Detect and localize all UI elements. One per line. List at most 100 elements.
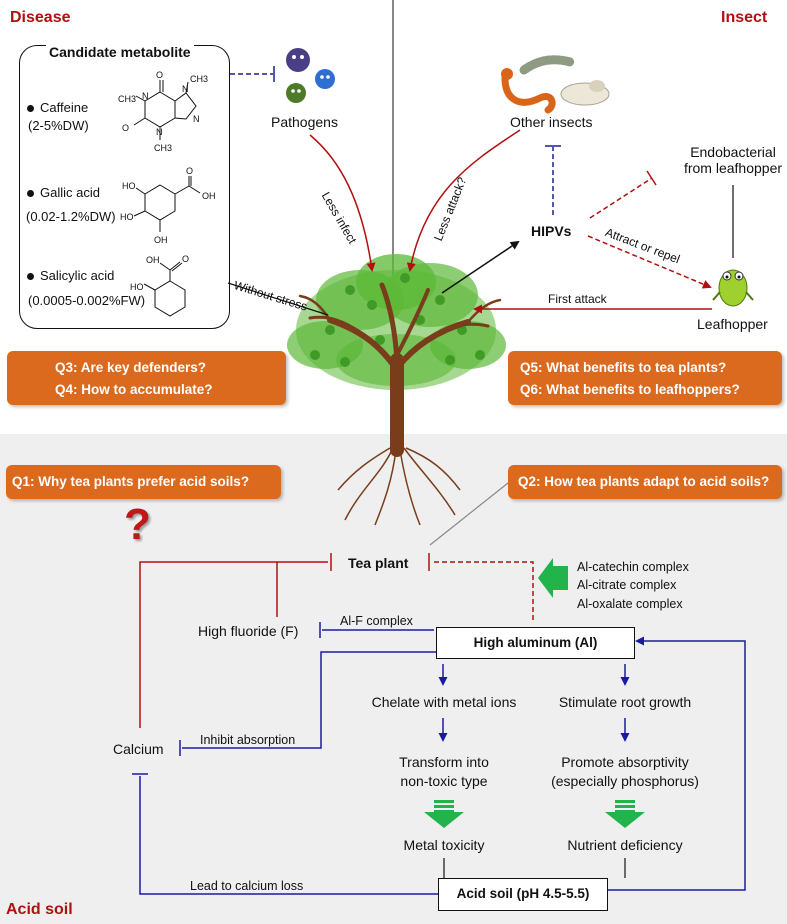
caffeine-n1: N (142, 91, 149, 101)
caffeine-n4: N (193, 114, 200, 124)
arrow-hipvs-leafhopper (587, 235, 712, 289)
hipvs-label: HIPVs (531, 223, 572, 239)
arrow-tree-hipvs (441, 240, 520, 294)
transform-line-1: Transform into (399, 754, 489, 770)
tea-tree-icon (287, 254, 506, 526)
line-without-stress (227, 282, 329, 316)
caffeine-o1: O (156, 70, 163, 80)
inhibit-hipvs-endobacterial (589, 170, 657, 219)
al-f-complex-label: Al-F complex (340, 614, 413, 628)
question-q3: Q3: Are key defenders? (55, 360, 207, 375)
bullet-dot (27, 190, 34, 197)
inhibit-absorption (179, 651, 436, 756)
complex-citrate: Al-citrate complex (577, 578, 677, 592)
bullet-dot (27, 273, 34, 280)
bullet-dot (27, 105, 34, 112)
caffeine-amount: (2-5%DW) (28, 118, 89, 133)
endobacterial-line-2: from leafhopper (683, 160, 783, 177)
inhibit-absorption-label: Inhibit absorption (200, 733, 296, 747)
question-q2: Q2: How tea plants adapt to acid soils? (518, 474, 770, 489)
gallic-oh2: OH (154, 235, 168, 245)
promote-line-1: Promote absorptivity (561, 754, 689, 770)
gallic-oh1: OH (202, 191, 216, 201)
caffeine-o2: O (122, 123, 129, 133)
worm-icon (501, 68, 556, 114)
lead-calcium-loss-label: Lead to calcium loss (190, 879, 304, 893)
promote-line-2: (especially phosphorus) (551, 772, 699, 789)
inhibit-hipvs-insects (545, 145, 561, 215)
chelate-label: Chelate with metal ions (371, 694, 517, 710)
caterpillar-icon (519, 55, 575, 75)
question-box-q2: Q2: How tea plants adapt to acid soils? (508, 465, 782, 499)
promote-label: Promote absorptivity (especially phospho… (540, 753, 710, 791)
salicylic-acid-name: Salicylic acid (40, 268, 115, 283)
nutrient-deficiency-label: Nutrient deficiency (567, 837, 683, 853)
salicylic-acid-amount: (0.0005-0.002%FW) (28, 293, 146, 308)
stimulate-label: Stimulate root growth (558, 694, 692, 710)
other-insects-label: Other insects (510, 114, 593, 130)
calcium-label: Calcium (113, 741, 164, 757)
candidate-metabolite-title: Candidate metabolite (46, 44, 194, 61)
question-box-q5-q6: Q5: What benefits to tea plants? Q6: Wha… (508, 351, 782, 405)
salicylic-oh: OH (146, 255, 160, 265)
question-box-q3-q4: Q3: Are key defenders? Q4: How to accumu… (7, 351, 286, 405)
gallic-o: O (186, 166, 193, 176)
first-attack-label: First attack (548, 292, 607, 306)
section-title-disease: Disease (10, 9, 71, 26)
transform-label: Transform into non-toxic type (376, 753, 512, 791)
section-divider (392, 0, 394, 275)
green-down-arrow-icon (424, 800, 464, 828)
caffeine-ch3c: CH3 (190, 74, 208, 84)
high-fluoride-label: High fluoride (F) (198, 623, 299, 639)
salicylic-o: O (182, 254, 189, 264)
caffeine-n3: N (182, 84, 189, 94)
caffeine-structure (133, 80, 197, 140)
acid-soil-panel (0, 434, 787, 924)
endobacterial-line-1: Endobacterial (690, 144, 776, 160)
caffeine-name: Caffeine (40, 100, 89, 115)
question-q4: Q4: How to accumulate? (55, 382, 213, 397)
caffeine-ch3a: CH3 (118, 94, 136, 104)
question-mark-icon: ? (124, 500, 151, 549)
acid-soil-box: Acid soil (pH 4.5-5.5) (438, 878, 608, 911)
transform-line-2: non-toxic type (400, 772, 488, 789)
moth-icon (560, 80, 610, 106)
question-q6: Q6: What benefits to leafhoppers? (520, 382, 740, 397)
salicylic-acid-structure (143, 261, 186, 317)
complex-catechin: Al-catechin complex (577, 560, 689, 574)
inhibit-aluminum-tea (428, 553, 534, 620)
pathogen-icon (286, 48, 335, 103)
inhibit-al-f (319, 622, 434, 638)
caffeine-n2: N (156, 127, 163, 137)
gallic-ho1: HO (122, 181, 136, 191)
gallic-ho2: HO (120, 212, 134, 222)
inhibit-calcium-loss (132, 773, 438, 895)
arrow-insects-tree (406, 129, 521, 272)
inhibit-calcium-fluoride-tea (139, 553, 332, 728)
leafhopper-icon (712, 269, 754, 307)
arrow-pathogens-tree (309, 134, 376, 272)
caffeine-ch3b: CH3 (154, 143, 172, 153)
complex-green-arrow-icon (538, 558, 568, 598)
acid-soil-box-label: Acid soil (pH 4.5-5.5) (456, 886, 590, 901)
inhibit-candidate-pathogens (230, 66, 275, 82)
high-aluminum-box: High aluminum (Al) (436, 627, 635, 659)
gallic-acid-structure (133, 176, 201, 232)
salicylic-ho: HO (130, 282, 144, 292)
leafhopper-label: Leafhopper (697, 316, 768, 332)
section-title-insect: Insect (721, 9, 768, 26)
green-down-arrow-icon (605, 800, 645, 828)
gallic-acid-name: Gallic acid (40, 185, 100, 200)
question-q5: Q5: What benefits to tea plants? (520, 360, 727, 375)
high-aluminum-label: High aluminum (Al) (473, 635, 598, 650)
arrow-acid-soil-aluminum (608, 636, 746, 891)
line-q2-tea-plant (429, 482, 509, 546)
gallic-acid-amount: (0.02-1.2%DW) (26, 209, 116, 224)
pathogens-label: Pathogens (271, 114, 338, 130)
section-title-acid-soil: Acid soil (6, 901, 73, 918)
question-q1: Q1: Why tea plants prefer acid soils? (12, 474, 250, 489)
question-box-q1: Q1: Why tea plants prefer acid soils? (6, 465, 281, 499)
endobacterial-label: Endobacterial from leafhopper (678, 144, 787, 176)
tea-plant-label: Tea plant (348, 555, 409, 571)
